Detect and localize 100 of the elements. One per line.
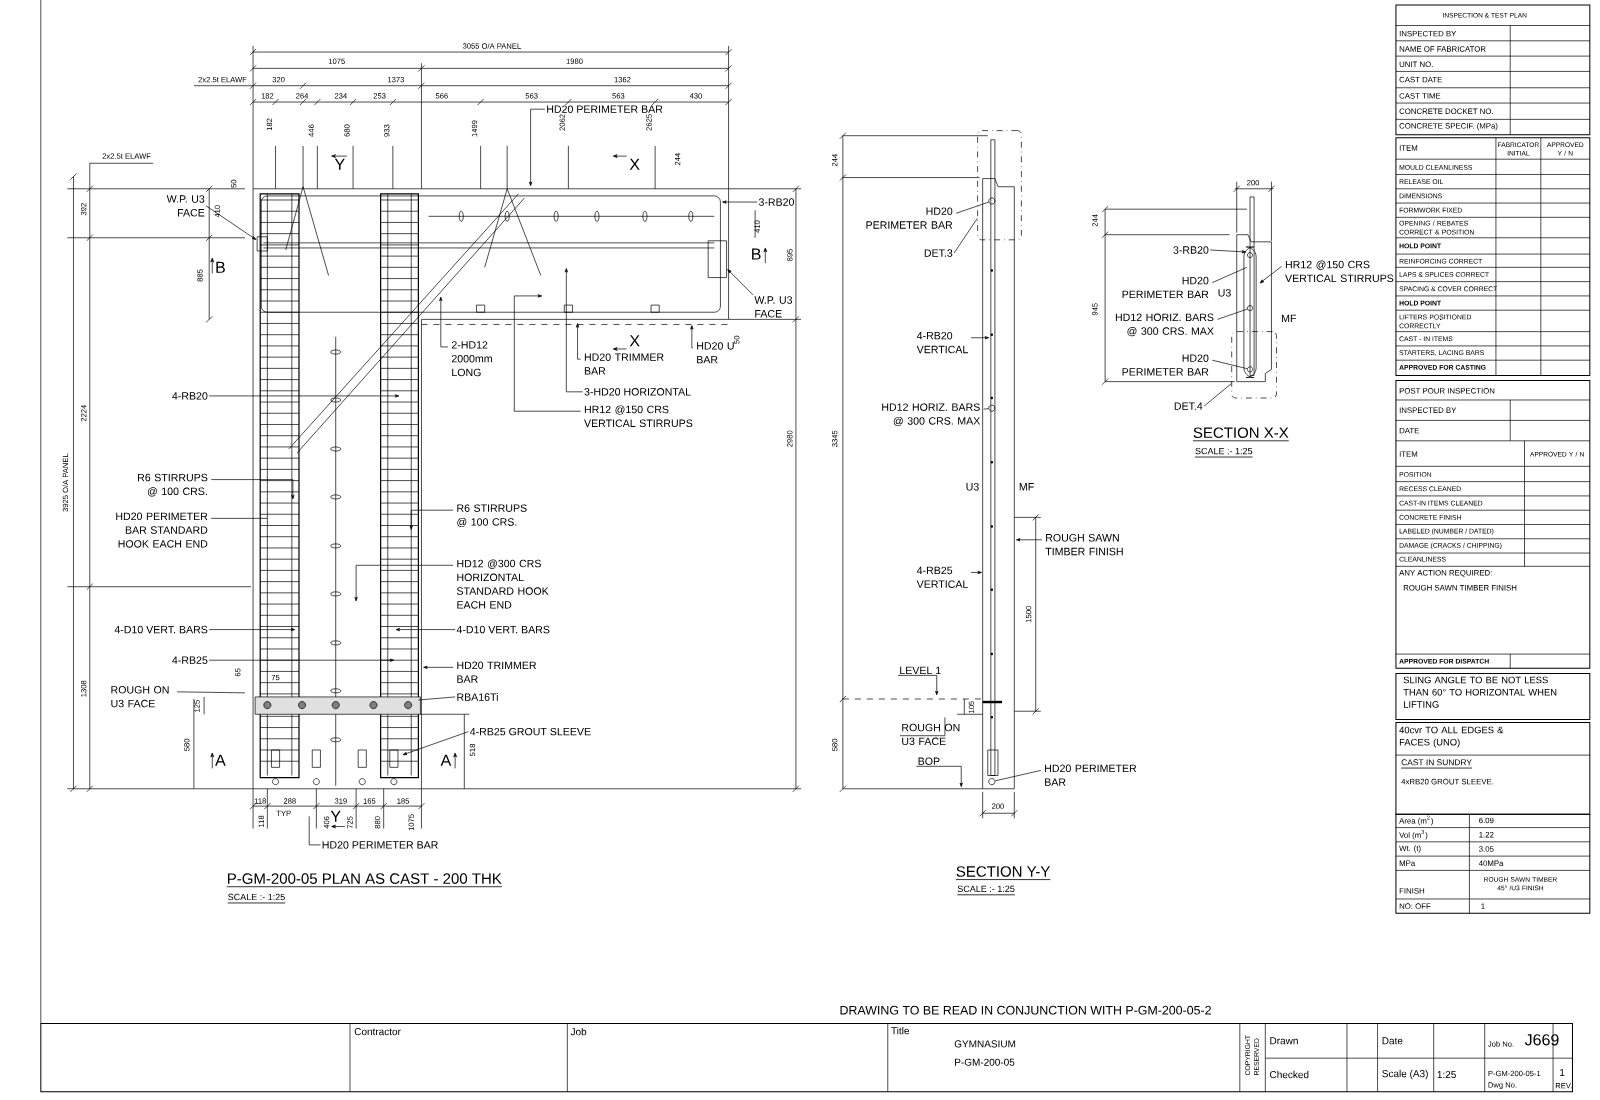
callout-text: W.P. U3 FACE	[166, 195, 205, 217]
callout-text: HD12 HORIZ. BARS @ 300 CRS. MAX	[1115, 313, 1214, 337]
leader-line	[308, 816, 321, 846]
title-block-text: GYMNASIUM	[954, 1040, 1016, 1048]
leader-line	[970, 570, 982, 575]
callout-text: 4-RB20	[172, 392, 208, 400]
note-text: DRAWING TO BE READ IN CONJUNCTION WITH P-GM-200-05-2	[840, 1005, 1211, 1015]
callout-text: W.P. U3 FACE	[754, 296, 793, 318]
section-mark: Y	[334, 158, 345, 170]
leader-line	[1211, 267, 1248, 283]
title-block-text: Job	[570, 1027, 587, 1036]
leader-line	[513, 294, 581, 412]
leader-line	[916, 766, 963, 787]
leader-line	[529, 108, 546, 186]
leader-line	[1217, 308, 1248, 320]
callout-text: HD12 @300 CRS HORIZONTAL STANDARD HOOK EACH END	[456, 559, 549, 609]
leader-line	[402, 731, 469, 756]
leader-line	[208, 628, 296, 632]
section-mark: Y	[330, 810, 341, 822]
leader-line	[1259, 265, 1282, 284]
callout-text: HD20 TRIMMER BAR	[584, 353, 664, 375]
drawing-title: SECTION Y-Y	[955, 866, 1051, 880]
leader-line	[994, 770, 1042, 782]
title-block-text: J669	[1524, 1034, 1559, 1046]
table-text: SLING ANGLE TO BE NOT LESS THAN 60° TO HORIZONTAL WHEN LIFTING	[1403, 676, 1557, 708]
scale-note: SCALE :- 1:25	[227, 893, 286, 904]
leader-line	[983, 408, 989, 410]
callout-text: 4-RB25 GROUT SLEEVE	[470, 727, 591, 736]
leader-line	[208, 394, 400, 398]
section-mark: A	[440, 754, 452, 766]
callout-text: DET.3	[924, 249, 953, 257]
section-mark: A	[215, 754, 226, 766]
callout-text: 4-RB20 VERTICAL	[916, 331, 968, 354]
callout-text: HD20 PERIMETER BAR	[322, 841, 438, 849]
opening-box	[256, 236, 268, 252]
leader-line	[210, 518, 268, 519]
callout-text: ROUGH SAWN TIMBER FINISH	[1045, 534, 1123, 556]
section-mark: X	[629, 335, 640, 347]
leader-line	[1203, 383, 1232, 407]
leader-line	[1211, 359, 1248, 370]
callout-text: 4-D10 VERT. BARS	[114, 625, 208, 634]
leader-line	[418, 696, 456, 701]
leader-line	[1016, 538, 1043, 542]
callout-text: ROUGH ON U3 FACE	[111, 686, 169, 708]
callout-text: HD20 TRIMMER BAR	[457, 661, 537, 683]
callout-text: ROUGH ON U3 FACE	[902, 723, 960, 746]
section-mark: B	[752, 248, 761, 260]
title-block-text: Title	[891, 1026, 910, 1035]
leader-line	[564, 268, 583, 393]
section-mark: X	[629, 158, 640, 170]
leader-line	[690, 325, 694, 349]
title-block-text: 1	[1560, 1069, 1565, 1076]
leader-line	[176, 691, 246, 694]
callout-text: HD20 PERIMETER BAR	[547, 105, 663, 113]
leader-line	[210, 479, 295, 500]
title-block-text: 1:25	[1437, 1070, 1456, 1079]
callout-text: HR12 @150 CRS VERTICAL STIRRUPS	[584, 405, 693, 427]
callout-text: 3-HD20 HORIZONTAL	[584, 388, 691, 396]
callout-text: 4-D10 VERT. BARS	[456, 625, 550, 634]
table-text: CAST IN SUNDRY	[1400, 759, 1473, 769]
callout-text: HD20 PERIMETER BAR STANDARD HOOK EACH END	[116, 512, 208, 548]
leader-line	[722, 200, 758, 204]
leader-line	[439, 296, 449, 348]
leader-line	[395, 628, 456, 632]
title-block-text: Checked	[1270, 1070, 1309, 1079]
title-block-text: Drawn	[1270, 1037, 1298, 1045]
callout-text: HD20 PERIMETER BAR	[1122, 276, 1209, 299]
note-text: MF	[1282, 314, 1296, 322]
callout-text: R6 STIRRUPS @ 100 CRS.	[138, 473, 208, 497]
callout-text: 2-HD12 2000mm LONG	[451, 341, 492, 377]
leader-line	[955, 201, 989, 214]
callout-text: HD20 U BAR	[697, 342, 734, 364]
title-block-text: Contractor	[354, 1028, 401, 1036]
leader-line	[897, 675, 939, 696]
leader-line	[208, 658, 395, 662]
leader-line	[953, 218, 978, 254]
leader-line	[409, 509, 454, 530]
title-block-text: Scale (A3)	[1382, 1069, 1428, 1080]
callout-text: 3-RB20	[1173, 246, 1209, 254]
callout-text: HR12 @150 CRS VERTICAL STIRRUPS	[1285, 260, 1394, 283]
callout-text: 4-RB25 VERTICAL	[916, 566, 968, 588]
opening-box	[707, 240, 727, 278]
note-text: MF	[1019, 483, 1034, 491]
leader-line	[423, 665, 454, 669]
callout-text: LEVEL 1	[900, 666, 941, 675]
section-mark: B	[216, 261, 225, 273]
callout-text: RBA16Ti	[457, 693, 498, 701]
callout-text: HD20 PERIMETER BAR	[1122, 354, 1209, 376]
detail-outline	[1231, 331, 1277, 399]
drawing-title: SECTION X-X	[1192, 427, 1290, 442]
callout-text: BOP	[918, 757, 940, 765]
callout-text: HD20 PERIMETER BAR	[866, 207, 953, 229]
table-text: 40cvr TO ALL EDGES & FACES (UNO)	[1399, 726, 1504, 748]
note-text: U3	[1218, 289, 1231, 297]
title-block-text: P-GM-200-05	[955, 1058, 1015, 1066]
leader-line	[970, 336, 990, 340]
detail-outline	[977, 130, 1022, 241]
callout-text: HD12 HORIZ. BARS @ 300 CRS. MAX	[882, 403, 981, 427]
scale-note: SCALE :- 1:25	[956, 885, 1016, 896]
leader-line	[727, 269, 754, 296]
